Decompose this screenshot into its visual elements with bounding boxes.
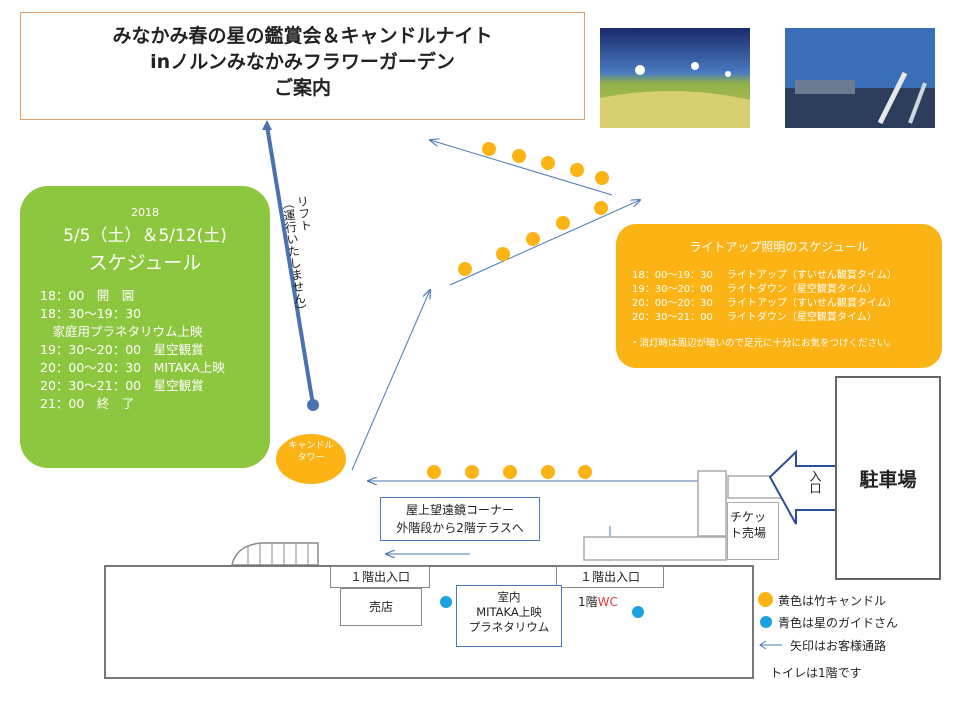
outdoor-stairs <box>231 542 319 566</box>
candle-dot <box>570 163 584 177</box>
indoor-planetarium: 室内 MITAKA上映 プラネタリウム <box>456 585 562 647</box>
candle-dot <box>526 232 540 246</box>
walkway <box>583 536 727 561</box>
indoor-line2: MITAKA上映 <box>476 605 542 619</box>
rooftop-telescope-note: 屋上望遠鏡コーナー 外階段から2階テラスへ <box>380 497 540 541</box>
legend-arrow-text: 矢印はお客様通路 <box>790 639 887 653</box>
lighting-time: 20：30〜21：00 <box>632 312 713 323</box>
lighting-desc: ライトダウン（星空観賞タイム） <box>726 312 877 323</box>
legend-candle-dot <box>758 592 773 607</box>
lighting-time: 18：00〜19：30 <box>632 270 713 281</box>
lighting-schedule-panel: ライトアップ照明のスケジュール 18：00〜19：30 ライトアップ（すいせん観賞… <box>616 224 942 368</box>
lighting-note: ・消灯時は周辺が暗いので足元に十分にお気をつけください。 <box>630 338 897 349</box>
lighting-time: 20：00〜20：30 <box>632 298 713 309</box>
entrance-door-right: １階出入口 <box>556 566 664 588</box>
lighting-row: 19：30〜20：00 ライトダウン（星空観賞タイム） <box>632 283 911 297</box>
candle-dot <box>578 465 592 479</box>
event-schedule-panel: 2018 5/5（土）＆5/12(土) スケジュール 18：00 開 園 18：… <box>20 186 270 468</box>
telescope-photo <box>785 28 935 128</box>
legend-arrow-icon <box>759 640 782 650</box>
lift-line <box>265 125 315 406</box>
stair-steps <box>247 544 309 565</box>
candle-dot <box>465 465 479 479</box>
legend-guide-text: 青色は星のガイドさん <box>778 616 899 630</box>
candle-dot <box>496 247 510 261</box>
telescope-line1: 屋上望遠鏡コーナー <box>405 503 514 517</box>
walkway <box>697 470 727 537</box>
restroom-label: 1階WC <box>578 593 618 610</box>
lighting-title: ライトアップ照明のスケジュール <box>689 240 869 254</box>
lighting-desc: ライトアップ（すいせん観賞タイム） <box>726 270 897 281</box>
candle-dot <box>427 465 441 479</box>
schedule-item: 家庭用プラネタリウム上映 <box>40 324 203 339</box>
schedule-item: 20：00〜20：30 MITAKA上映 <box>40 360 225 375</box>
indoor-line1: 室内 <box>497 590 521 604</box>
shop: 売店 <box>340 588 422 626</box>
candle-dot <box>541 465 555 479</box>
lift-bottom-station <box>307 399 319 411</box>
candle-dot <box>458 262 472 276</box>
candle-group <box>427 142 609 479</box>
lighting-desc: ライトアップ（すいせん観賞タイム） <box>726 298 897 309</box>
title-line2: inノルンみなかみフラワーガーデン <box>150 51 455 73</box>
lighting-table: 18：00〜19：30 ライトアップ（すいせん観賞タイム） 19：30〜20：00… <box>632 269 911 325</box>
title-line3: ご案内 <box>273 77 331 99</box>
entrance-label: 入口 <box>808 470 822 494</box>
candle-dot <box>594 201 608 215</box>
lighting-row: 18：00〜19：30 ライトアップ（すいせん観賞タイム） <box>632 269 911 283</box>
parking-lot: 駐車場 <box>835 376 941 580</box>
title-box: みなかみ春の星の鑑賞会＆キャンドルナイト inノルンみなかみフラワーガーデン ご… <box>20 12 585 120</box>
schedule-item: 20：30〜21：00 星空観賞 <box>40 378 204 393</box>
lighting-desc: ライトダウン（星空観賞タイム） <box>726 284 877 295</box>
restroom-floor: 1階 <box>578 595 598 609</box>
path-arrow <box>449 200 640 286</box>
path-arrow <box>430 140 613 196</box>
candle-dot <box>556 216 570 230</box>
schedule-list: 18：00 開 園 18：30〜19：30 家庭用プラネタリウム上映 19：30… <box>20 287 270 413</box>
schedule-item: 19：30〜20：00 星空観賞 <box>40 342 204 357</box>
candle-dot <box>541 156 555 170</box>
entrance-door-left: １階出入口 <box>330 566 430 588</box>
lighting-time: 19：30〜20：00 <box>632 284 713 295</box>
candle-dot <box>595 171 609 185</box>
candle-tower: キャンドルタワー <box>276 434 346 484</box>
candle-dot <box>482 142 496 156</box>
schedule-item: 18：30〜19：30 <box>40 306 142 321</box>
legend-toilet-text: トイレは1階です <box>770 666 862 680</box>
schedule-dates: 5/5（土）＆5/12(土) <box>63 226 227 246</box>
schedule-item: 21：00 終 了 <box>40 396 135 411</box>
lift-top-marker <box>262 120 272 130</box>
schedule-item: 18：00 開 園 <box>40 288 135 303</box>
ticket-booth: チケット売場 <box>727 502 779 560</box>
indoor-line3: プラネタリウム <box>468 620 550 634</box>
lighting-row: 20：30〜21：00 ライトダウン（星空観賞タイム） <box>632 311 911 325</box>
guide-dot <box>440 596 452 608</box>
title-line1: みなかみ春の星の鑑賞会＆キャンドルナイト <box>112 25 493 47</box>
legend-candle-text: 黄色は竹キャンドル <box>778 594 887 608</box>
guide-dot <box>632 606 644 618</box>
candle-dot <box>512 149 526 163</box>
schedule-year: 2018 <box>131 206 159 219</box>
restroom-wc: WC <box>597 595 618 609</box>
lighting-row: 20：00〜20：30 ライトアップ（すいせん観賞タイム） <box>632 297 911 311</box>
candle-dot <box>503 465 517 479</box>
path-arrow <box>351 290 430 471</box>
candle-tower-label: キャンドルタワー <box>288 441 334 463</box>
schedule-heading: スケジュール <box>88 252 202 274</box>
legend-guide-dot <box>760 616 772 628</box>
telescope-line2: 外階段から2階テラスへ <box>396 521 524 535</box>
flower-field-photo <box>600 28 750 128</box>
